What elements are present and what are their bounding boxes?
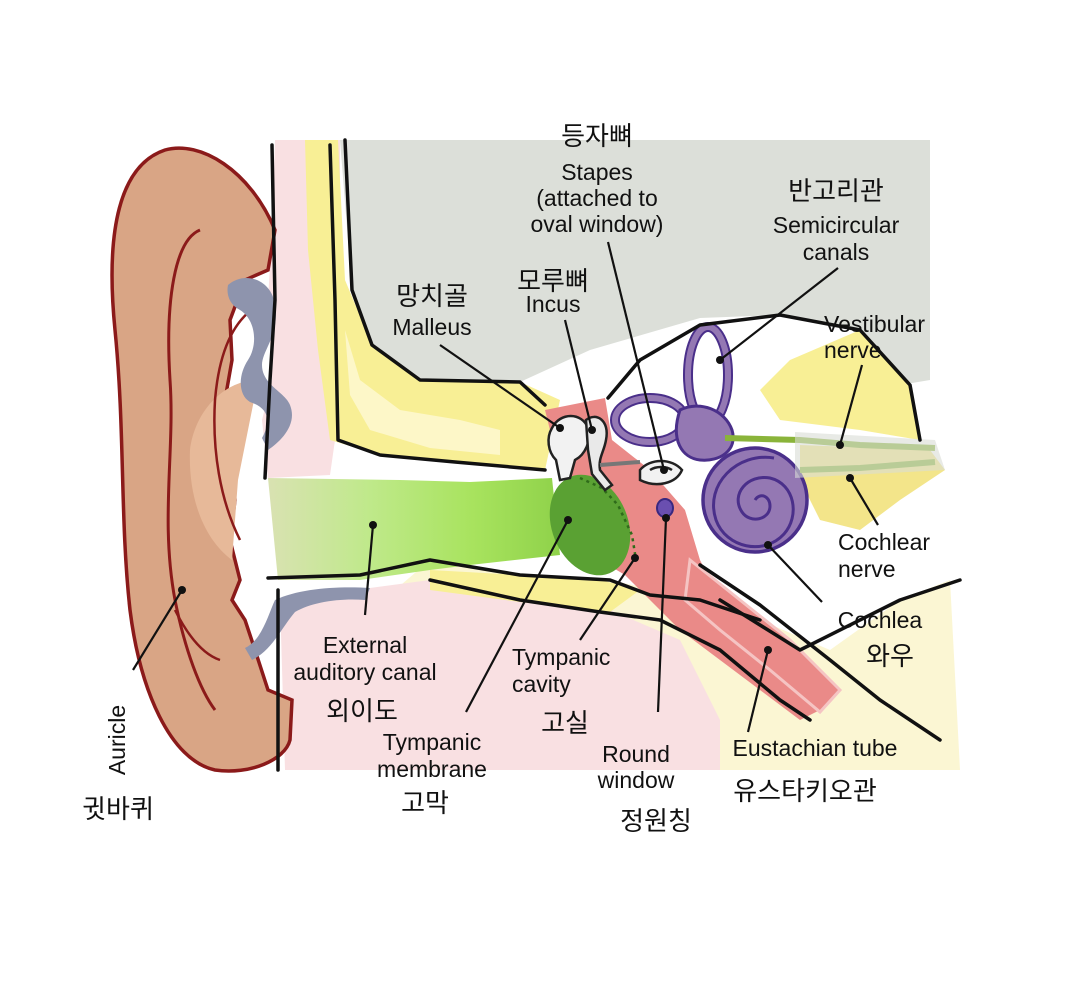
dot-cochlear-nerve [846, 474, 854, 482]
label-external-canal-ko: 외이도 [326, 697, 398, 727]
soft-tissue-outline [328, 143, 547, 472]
leader-round-window [656, 517, 668, 713]
label-external-canal-en-1: External [323, 632, 407, 658]
dot-incus [588, 426, 596, 434]
label-stapes-en-3: oval window) [531, 211, 664, 237]
lower-outline [276, 578, 812, 772]
outer-skin-outline [263, 143, 277, 480]
label-auricle-en: Auricle [104, 705, 130, 775]
dot-external-canal [369, 521, 377, 529]
leader-stapes [606, 241, 666, 471]
leader-lines [132, 241, 879, 733]
dot-auricle [178, 586, 186, 594]
auricle-inner-fold [166, 228, 217, 711]
lower-pink-region [280, 580, 720, 770]
leader-dots [178, 356, 854, 654]
ossicles [547, 414, 684, 492]
leader-auricle [132, 589, 183, 671]
upper-bone-highlight [345, 330, 500, 455]
labels: 등자뼈 Stapes (attached to oval window) 반고리… [82, 122, 930, 837]
ossicle-ligament [599, 460, 641, 467]
leader-tympanic-cavity [579, 557, 636, 641]
dot-malleus [556, 424, 564, 432]
eustachian-outline [698, 563, 942, 742]
label-semicircular-ko: 반고리관 [788, 177, 884, 207]
label-tympanic-cavity-en-1: Tympanic [512, 644, 610, 670]
label-incus-en: Incus [526, 291, 581, 317]
leader-incus [563, 319, 594, 431]
bone-outline-upper [343, 138, 547, 407]
lower-right-outline [718, 578, 962, 652]
auricle-antihelix [213, 298, 271, 541]
label-round-window-en-1: Round [602, 741, 670, 767]
nerves [724, 432, 945, 478]
inner-bone [760, 330, 920, 440]
label-malleus-ko: 망치골 [396, 282, 468, 312]
tympanic-membrane [549, 474, 631, 576]
malleus-bone [547, 414, 591, 482]
label-tympanic-cavity-ko: 고실 [541, 709, 589, 739]
label-auricle-ko: 귓바퀴 [82, 795, 154, 825]
auricle [110, 146, 294, 773]
leader-malleus [439, 344, 561, 429]
leader-semicircular [719, 267, 839, 361]
skull-outline [606, 313, 922, 442]
dot-tympanic-membrane [564, 516, 572, 524]
label-semicircular-en-1: Semicircular [773, 212, 900, 238]
label-vestibular-en-1: Vestibular [824, 311, 925, 337]
label-incus-ko: 모루뼈 [517, 267, 589, 297]
upper-cartilage [227, 277, 292, 450]
leader-external-canal [363, 524, 375, 616]
background-tissues [262, 140, 960, 770]
leader-vestibular [838, 364, 864, 446]
label-cochlear-nerve-en-2: nerve [838, 556, 896, 582]
label-cochlear-nerve-en-1: Cochlear [838, 529, 930, 555]
label-cochlea-en: Cochlea [838, 607, 923, 633]
label-malleus-en: Malleus [392, 314, 471, 340]
label-cochlea-ko: 와우 [866, 642, 914, 672]
label-tympanic-membrane-en-2: membrane [377, 756, 487, 782]
skull-region [340, 140, 930, 385]
label-round-window-en-2: window [597, 767, 675, 793]
auricle-concha [189, 380, 258, 560]
leader-tympanic-membrane [465, 519, 569, 713]
dot-cochlea [764, 541, 772, 549]
leader-cochlea [767, 544, 823, 603]
label-eustachian-en: Eustachian tube [733, 735, 898, 761]
label-tympanic-membrane-ko: 고막 [401, 789, 449, 819]
outlines [263, 138, 962, 772]
label-vestibular-en-2: nerve [824, 337, 882, 363]
label-semicircular-en-2: canals [803, 239, 869, 265]
external-auditory-canal [268, 478, 560, 580]
posterior-canal-fill [612, 395, 688, 445]
tympanic-membrane-edge [579, 476, 638, 561]
middle-ear [545, 398, 843, 720]
nerve-sheath [795, 432, 945, 478]
vestibule [674, 404, 735, 462]
leader-eustachian [746, 649, 770, 733]
label-tympanic-membrane-en-1: Tympanic [383, 729, 481, 755]
label-tympanic-cavity-en-2: cavity [512, 671, 571, 697]
dot-round-window [662, 514, 670, 522]
dot-semicircular [716, 356, 724, 364]
dot-stapes [660, 466, 668, 474]
label-eustachian-ko: 유스타키오관 [733, 777, 877, 807]
label-external-canal-en-2: auditory canal [293, 659, 436, 685]
eustachian-tube-fill [683, 557, 843, 715]
auricle-lobe-curve [173, 609, 221, 662]
label-stapes-ko: 등자뼈 [561, 122, 633, 152]
label-stapes-en-1: Stapes [561, 159, 633, 185]
canal-bottom-outline [266, 558, 762, 622]
incus-bone [584, 415, 614, 492]
cochlea-spiral [712, 455, 795, 549]
dot-tympanic-cavity [631, 554, 639, 562]
dot-vestibular [836, 441, 844, 449]
inner-ear [610, 322, 809, 554]
label-round-window-ko: 정원칭 [620, 807, 692, 837]
label-stapes-en-2: (attached to [536, 185, 657, 211]
dot-eustachian [764, 646, 772, 654]
leader-cochlear-nerve [849, 477, 879, 526]
